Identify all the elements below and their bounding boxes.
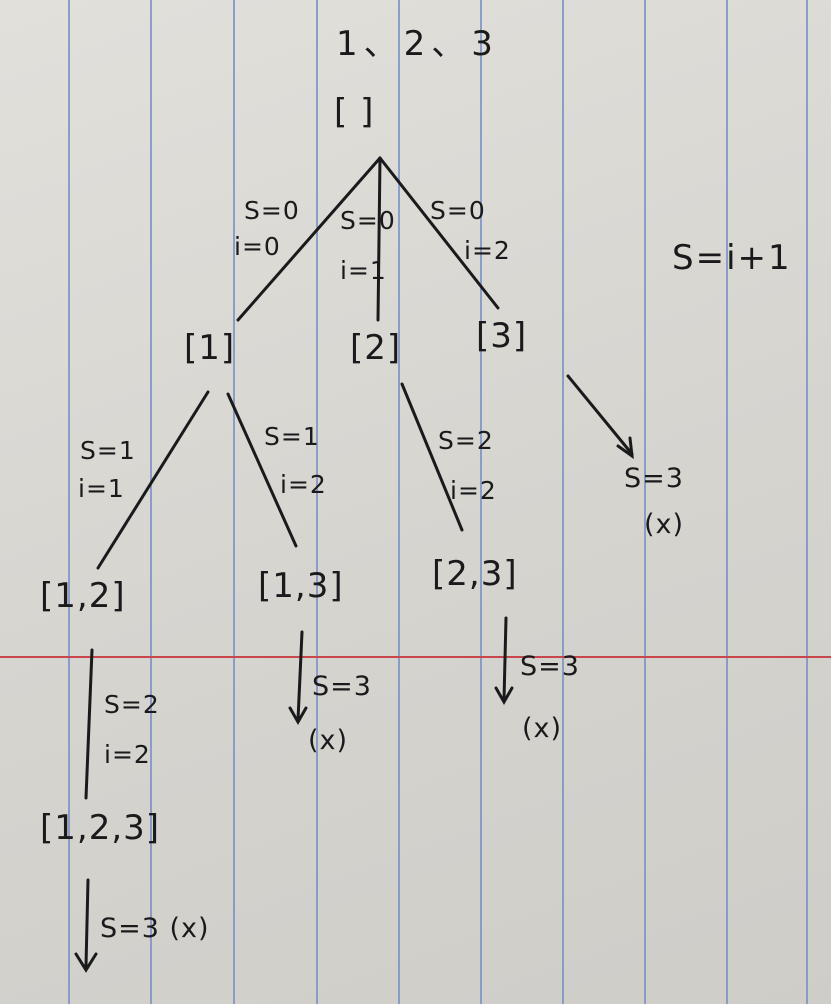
terminal-mark: (x) — [644, 509, 685, 540]
node-2-3: [2,3] — [432, 554, 518, 594]
edge-root-n3 — [378, 156, 500, 310]
edge-root-n2 — [376, 156, 382, 322]
ruled-line — [150, 0, 152, 1004]
edge-n2-n23 — [400, 382, 464, 532]
arrow-n123 — [84, 878, 90, 968]
edge-label-i: i=2 — [280, 470, 327, 499]
terminal-s: S=3 — [312, 671, 372, 702]
edge-label-s: S=2 — [104, 690, 160, 719]
ruled-line — [562, 0, 564, 1004]
edge-label-i: i=2 — [450, 476, 497, 505]
node-1-3: [1,3] — [258, 566, 344, 606]
edge-label-i: i=0 — [234, 232, 281, 261]
terminal-s: S=3 — [624, 463, 684, 494]
ruled-line — [644, 0, 646, 1004]
edge-label-i: i=1 — [340, 256, 387, 285]
arrow-head — [616, 436, 634, 460]
ruled-line — [316, 0, 318, 1004]
terminal-mark: (x) — [522, 713, 563, 744]
terminal-s: S=3 — [520, 651, 580, 682]
ruled-line — [806, 0, 808, 1004]
terminal-mark: (x) — [308, 725, 349, 756]
node-1-2: [1,2] — [40, 576, 126, 616]
edge-label-s: S=2 — [438, 426, 494, 455]
ruled-line — [480, 0, 482, 1004]
ruled-line — [233, 0, 235, 1004]
edge-label-s: S=1 — [80, 436, 136, 465]
page-title: 1、2、3 — [336, 24, 499, 64]
arrow-head — [74, 952, 98, 973]
formula-label: S=i+1 — [672, 238, 792, 278]
node-2: [2] — [350, 328, 402, 368]
node-root: [ ] — [334, 92, 375, 132]
ruled-line — [68, 0, 70, 1004]
edge-label-i: i=2 — [104, 740, 151, 769]
arrow-head — [288, 706, 308, 726]
node-3: [3] — [476, 316, 528, 356]
edge-n1-n13 — [226, 392, 298, 548]
terminal-text: S=3 (x) — [100, 913, 210, 944]
node-1-2-3: [1,2,3] — [40, 808, 161, 848]
edge-label-i: i=1 — [78, 474, 125, 503]
edge-label-s: S=0 — [340, 206, 396, 235]
ruled-line — [726, 0, 728, 1004]
arrow-n23 — [502, 616, 508, 702]
edge-n1-n12 — [96, 390, 210, 570]
margin-line — [0, 656, 831, 658]
node-1: [1] — [184, 328, 236, 368]
edge-n12-n123 — [84, 648, 94, 800]
arrow-n13 — [296, 630, 304, 722]
edge-label-s: S=1 — [264, 422, 320, 451]
edge-label-s: S=0 — [430, 196, 486, 225]
arrow-head — [494, 686, 514, 706]
ruled-line — [398, 0, 400, 1004]
edge-label-s: S=0 — [244, 196, 300, 225]
edge-root-n1 — [236, 156, 382, 322]
arrow-n3 — [566, 374, 634, 456]
edge-label-i: i=2 — [464, 236, 511, 265]
